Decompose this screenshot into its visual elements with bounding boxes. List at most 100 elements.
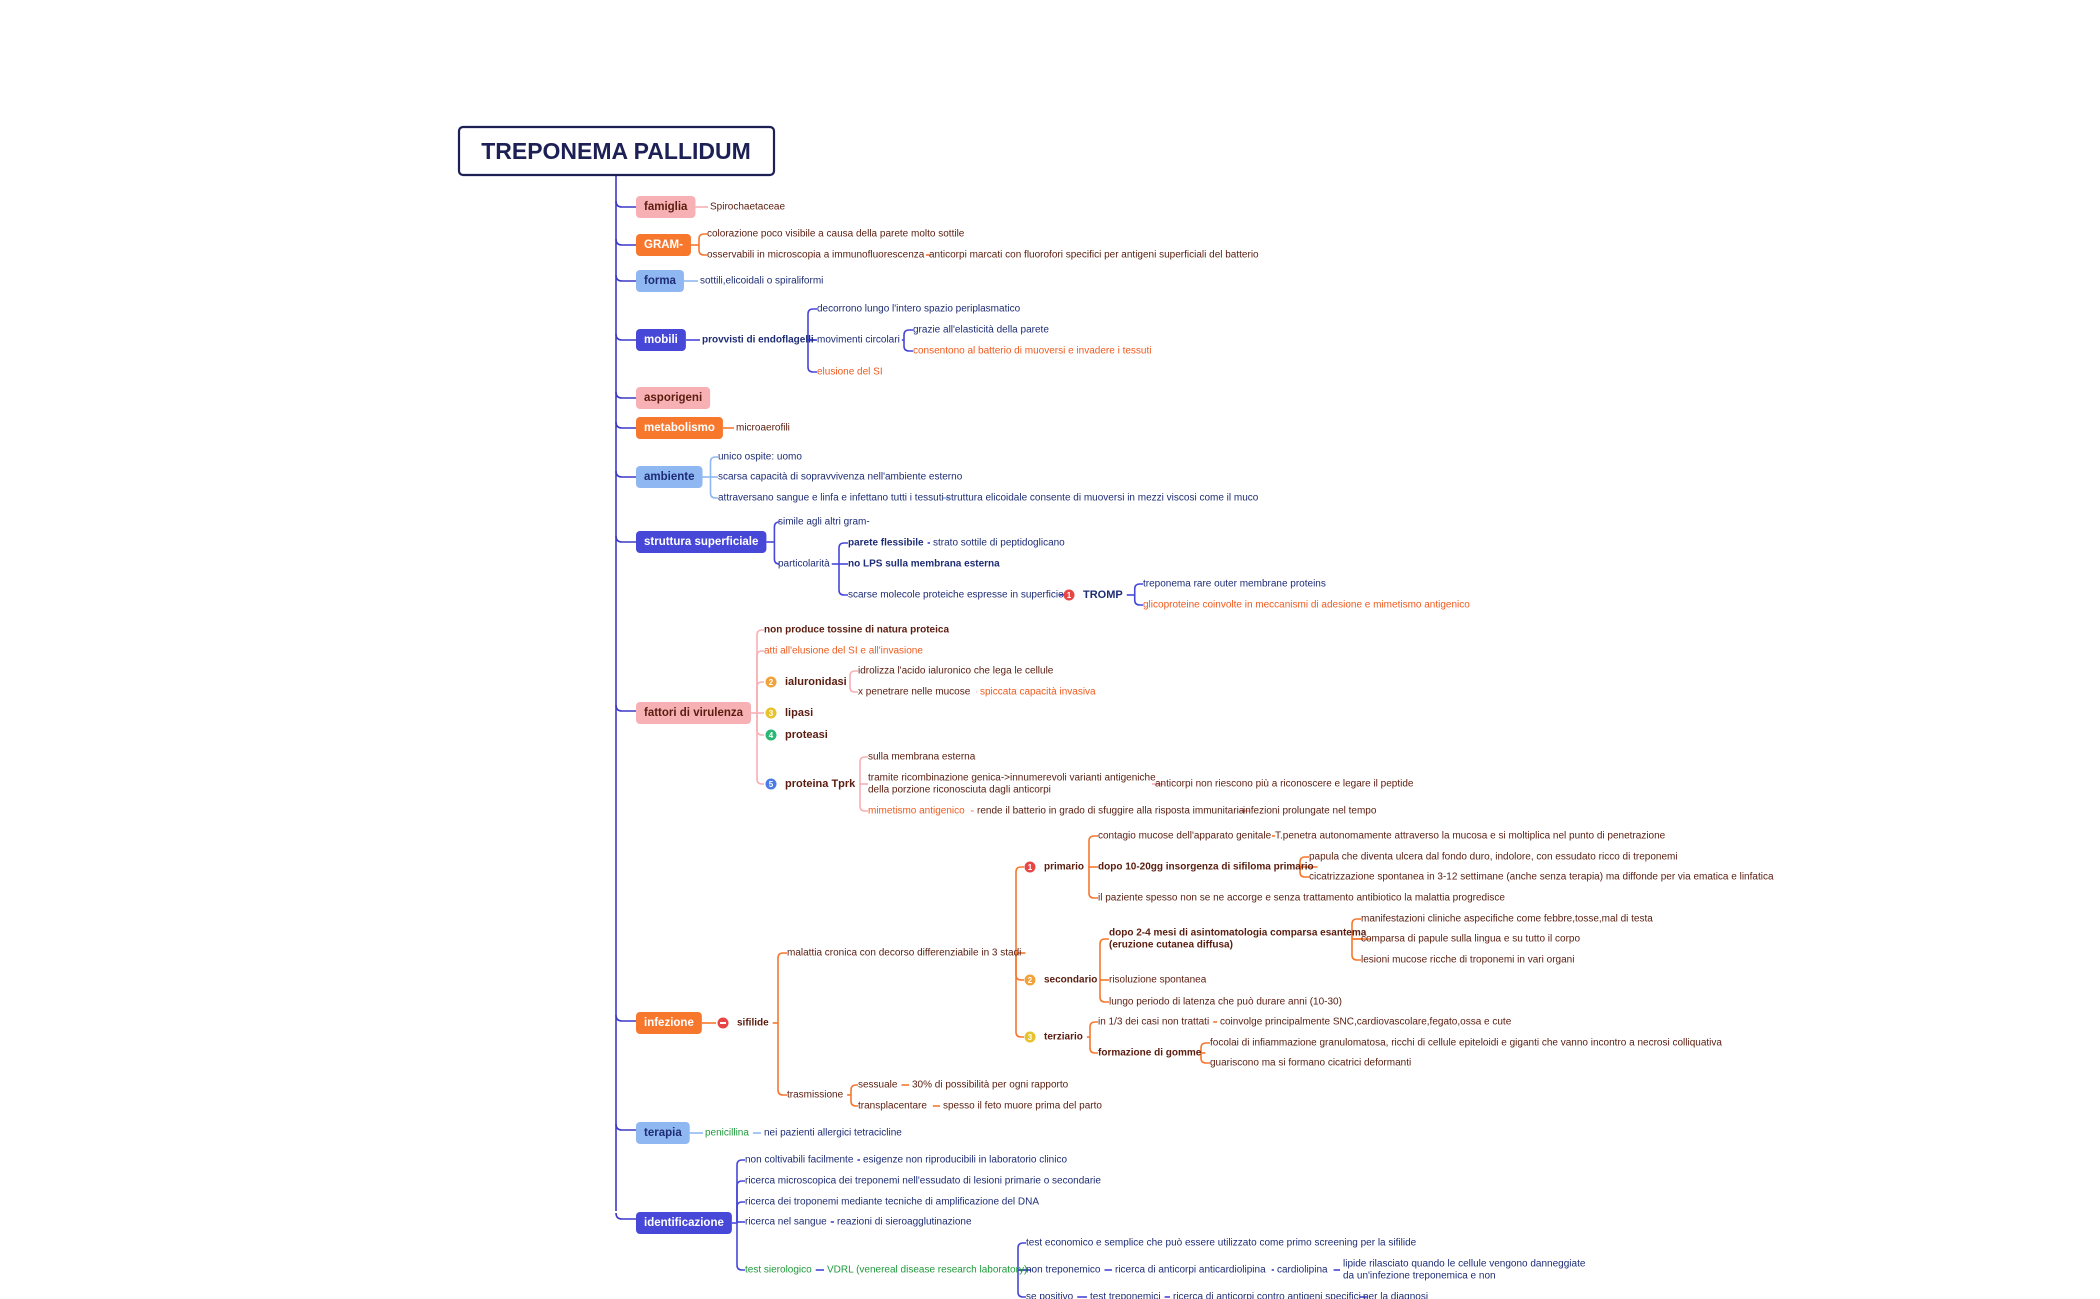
metabolismo-node[interactable] <box>636 417 723 439</box>
fattori-node[interactable] <box>636 702 752 724</box>
branch-text[interactable]: manifestazioni cliniche aspecifiche come… <box>1361 914 1653 925</box>
branch-text[interactable]: VDRL (venereal disease research laborato… <box>827 1265 1027 1276</box>
branch-text[interactable]: non coltivabili facilmente <box>745 1155 854 1166</box>
branch-text[interactable]: papula che diventa ulcera dal fondo duro… <box>1309 852 1678 863</box>
branch-text[interactable]: contagio mucose dell'apparato genitale <box>1098 831 1272 842</box>
famiglia-node-label[interactable]: famiglia <box>644 201 688 213</box>
ambiente-node[interactable] <box>636 466 703 488</box>
struttura-node[interactable] <box>636 531 767 553</box>
branch-text[interactable]: ialuronidasi <box>785 676 847 688</box>
branch-text[interactable]: osservabili in microscopia a immunofluor… <box>707 250 925 261</box>
branch-text[interactable]: scarsa capacità di sopravvivenza nell'am… <box>718 472 963 483</box>
branch-text[interactable]: x penetrare nelle mucose <box>858 687 971 698</box>
branch-text-line-2[interactable]: (eruzione cutanea diffusa) <box>1109 940 1233 951</box>
branch-text[interactable]: sessuale <box>858 1080 898 1091</box>
identificazione-node-label[interactable]: identificazione <box>644 1217 724 1229</box>
branch-text[interactable]: T.penetra autonomamente attraverso la mu… <box>1275 831 1666 842</box>
branch-text[interactable]: atti all'elusione del SI e all'invasione <box>764 646 923 657</box>
branch-text[interactable]: elusione del SI <box>817 367 883 378</box>
branch-text[interactable]: ricerca nel sangue <box>745 1217 827 1228</box>
branch-text[interactable]: il paziente spesso non se ne accorge e s… <box>1098 893 1505 904</box>
branch-text[interactable]: non treponemico <box>1026 1265 1101 1276</box>
branch-text[interactable]: test economico e semplice che può essere… <box>1026 1238 1417 1249</box>
branch-text-line-1[interactable]: tramite ricombinazione genica->innumerev… <box>868 773 1156 784</box>
branch-text-line-2[interactable]: della porzione riconosciuta dagli antico… <box>868 785 1051 796</box>
branch-text[interactable]: nei pazienti allergici tetracicline <box>764 1128 902 1139</box>
branch-text[interactable]: secondario <box>1044 975 1097 986</box>
branch-text[interactable]: focolai di infiammazione granulomatosa, … <box>1210 1038 1722 1049</box>
branch-text[interactable]: rende il batterio in grado di sfuggire a… <box>977 806 1245 817</box>
branch-text[interactable]: unico ospite: uomo <box>718 452 802 463</box>
branch-text[interactable]: se positivo <box>1026 1292 1074 1299</box>
mobili-node-label[interactable]: mobili <box>644 334 678 346</box>
branch-text[interactable]: scarse molecole proteiche espresse in su… <box>848 590 1064 601</box>
branch-text[interactable]: proteina Tprk <box>785 778 856 790</box>
branch-text[interactable]: ricerca di anticorpi contro antigeni spe… <box>1173 1292 1361 1299</box>
identificazione-node[interactable] <box>636 1212 732 1234</box>
infezione-node[interactable] <box>636 1012 702 1034</box>
branch-text[interactable]: mimetismo antigenico <box>868 806 965 817</box>
branch-text[interactable]: comparsa di papule sulla lingua e su tut… <box>1361 934 1580 945</box>
branch-text[interactable]: anticorpi non riescono più a riconoscere… <box>1155 779 1414 790</box>
branch-text[interactable]: in 1/3 dei casi non trattati <box>1098 1017 1209 1028</box>
branch-text-line-2[interactable]: da un'infezione treponemica e non <box>1343 1271 1496 1282</box>
terapia-node-label[interactable]: terapia <box>644 1127 682 1139</box>
famiglia-node[interactable] <box>636 196 696 218</box>
root-node[interactable] <box>457 125 776 177</box>
branch-text[interactable]: parete flessibile <box>848 538 924 549</box>
branch-text[interactable]: lesioni mucose ricche di troponemi in va… <box>1361 955 1574 966</box>
branch-text[interactable]: treponema rare outer membrane proteins <box>1143 579 1326 590</box>
branch-text[interactable]: consentono al batterio di muoversi e inv… <box>913 346 1151 357</box>
asporigeni-node-label[interactable]: asporigeni <box>644 392 702 404</box>
branch-text[interactable]: risoluzione spontanea <box>1109 975 1207 986</box>
branch-text[interactable]: esigenze non riproducibili in laboratori… <box>863 1155 1067 1166</box>
struttura-node-label[interactable]: struttura superficiale <box>644 536 758 548</box>
branch-text[interactable]: ricerca di anticorpi anticardiolipina <box>1115 1265 1266 1276</box>
branch-text[interactable]: strato sottile di peptidoglicano <box>933 538 1065 549</box>
branch-text[interactable]: lipasi <box>785 707 813 719</box>
branch-text[interactable]: simile agli altri gram- <box>778 517 870 528</box>
branch-text[interactable]: penicillina <box>705 1128 749 1139</box>
branch-text[interactable]: no LPS sulla membrana esterna <box>848 559 1000 570</box>
branch-text[interactable]: anticorpi marcati con fluorofori specifi… <box>929 250 1259 261</box>
branch-text[interactable]: primario <box>1044 862 1084 873</box>
branch-text[interactable]: cicatrizzazione spontanea in 3-12 settim… <box>1309 872 1774 883</box>
branch-text[interactable]: dopo 10-20gg insorgenza di sifiloma prim… <box>1098 862 1314 873</box>
branch-text[interactable]: guariscono ma si formano cicatrici defor… <box>1210 1058 1411 1069</box>
branch-text[interactable]: Spirochaetaceae <box>710 202 785 213</box>
branch-text[interactable]: non produce tossine di natura proteica <box>764 625 949 636</box>
branch-text[interactable]: formazione di gomme <box>1098 1048 1202 1059</box>
branch-text[interactable]: trasmissione <box>787 1090 844 1101</box>
branch-text[interactable]: per la diagnosi <box>1363 1292 1428 1299</box>
branch-text[interactable]: coinvolge principalmente SNC,cardiovasco… <box>1220 1017 1512 1028</box>
branch-text[interactable]: spiccata capacità invasiva <box>980 687 1096 698</box>
branch-text[interactable]: spesso il feto muore prima del parto <box>943 1101 1102 1112</box>
terapia-node[interactable] <box>636 1122 690 1144</box>
infezione-node-label[interactable]: infezione <box>644 1017 694 1029</box>
branch-text[interactable]: terziario <box>1044 1032 1083 1043</box>
branch-text[interactable]: test sierologico <box>745 1265 812 1276</box>
branch-text[interactable]: malattia cronica con decorso differenzia… <box>787 948 1021 959</box>
branch-text-line-1[interactable]: dopo 2-4 mesi di asintomatologia compars… <box>1109 928 1367 939</box>
forma-node[interactable] <box>636 270 684 292</box>
branch-text[interactable]: struttura elicoidale consente di muovers… <box>946 493 1259 504</box>
forma-node-label[interactable]: forma <box>644 275 677 287</box>
branch-text[interactable]: transplacentare <box>858 1101 927 1112</box>
branch-text[interactable]: sifilide <box>737 1018 769 1029</box>
branch-text[interactable]: idrolizza l'acido ialuronico che lega le… <box>858 666 1054 677</box>
fattori-node-label[interactable]: fattori di virulenza <box>644 707 744 719</box>
branch-text[interactable]: test treponemici <box>1090 1292 1161 1299</box>
branch-text[interactable]: 30% di possibilità per ogni rapporto <box>912 1080 1069 1091</box>
branch-text[interactable]: microaerofili <box>736 423 790 434</box>
branch-text[interactable]: TROMP <box>1083 589 1123 601</box>
branch-text[interactable]: provvisti di endoflagelli <box>702 335 814 346</box>
branch-text[interactable]: grazie all'elasticità della parete <box>913 325 1049 336</box>
branch-text[interactable]: colorazione poco visibile a causa della … <box>707 229 965 240</box>
branch-text[interactable]: proteasi <box>785 729 828 741</box>
branch-text-line-1[interactable]: lipide rilasciato quando le cellule veng… <box>1343 1259 1586 1270</box>
branch-text[interactable]: decorrono lungo l'intero spazio periplas… <box>817 304 1021 315</box>
root-title[interactable]: TREPONEMA PALLIDUM <box>481 138 751 164</box>
branch-text[interactable]: ricerca dei troponemi mediante tecniche … <box>745 1197 1039 1208</box>
mobili-node[interactable] <box>636 329 686 351</box>
branch-text[interactable]: reazioni di sieroagglutinazione <box>837 1217 972 1228</box>
